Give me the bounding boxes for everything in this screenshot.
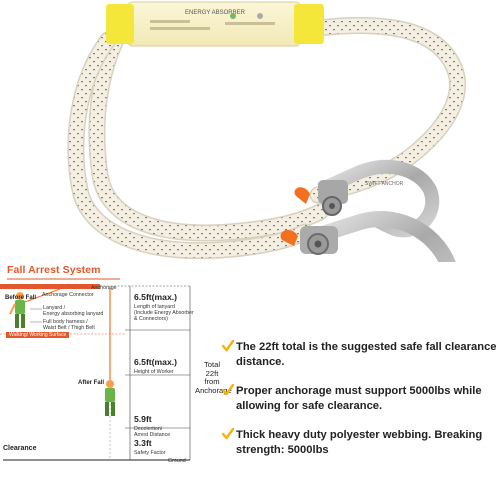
segment-arrest-desc: Decelertion/ Arrest Distance	[134, 426, 171, 439]
anchorage-connector-label: Anchorage Connector	[42, 292, 94, 298]
check-icon	[222, 384, 234, 396]
segment-safety-value: 3.3ft	[134, 438, 152, 448]
harness-note: Full body harness / Waist Belt / Thigh B…	[43, 319, 95, 332]
segment-worker-value: 6.5ft(max.)	[134, 357, 177, 367]
segment-arrest-value: 5.9ft	[134, 414, 152, 424]
check-icon	[222, 340, 234, 352]
segment-safety-desc: Safety Factor	[134, 450, 166, 456]
diagram-lines	[0, 278, 191, 461]
lanyard-note: Lanyard / Energy absorbing lanyard	[43, 305, 104, 318]
absorber-label: ENERGY ABSORBER	[185, 10, 246, 16]
feature-clearance: The 22ft total is the suggested safe fal…	[222, 340, 498, 370]
feature-text: Proper anchorage must support 5000lbs wh…	[236, 385, 482, 412]
segment-lanyard-value: 6.5ft(max.)	[134, 292, 177, 302]
walking-surface-label: Walking/ Working Surface	[6, 332, 70, 338]
anchorage-label: Anchorage	[91, 285, 117, 291]
feature-anchorage: Proper anchorage must support 5000lbs wh…	[222, 384, 498, 414]
feature-text: The 22ft total is the suggested safe fal…	[236, 341, 497, 368]
after-fall-label: After Fall	[78, 380, 105, 386]
clearance-label: Clearance	[3, 445, 37, 452]
segment-worker-desc: Height of Worker	[134, 369, 174, 375]
total-distance-label: Total 22ft from Anchorage	[195, 360, 232, 395]
before-fall-label: Before Fall	[5, 295, 37, 301]
check-icon	[222, 428, 234, 440]
worker-after-fall-icon	[105, 288, 115, 416]
fall-arrest-diagram: Fall Arrest System	[0, 262, 232, 497]
worker-before-fall-icon	[9, 288, 61, 328]
feature-text: Thick heavy duty polyester webbing. Brea…	[236, 429, 483, 456]
hook-label: SWIFT ANCHOR	[365, 181, 404, 187]
feature-webbing: Thick heavy duty polyester webbing. Brea…	[222, 428, 498, 458]
diagram-title: Fall Arrest System	[7, 264, 101, 276]
lanyard-illustration: ENERGY ABSORBER SWIFT ANCHOR	[67, 1, 467, 262]
ground-label: Ground	[168, 458, 186, 464]
segment-lanyard-desc: Length of lanyard (Include Energy Absorb…	[134, 304, 194, 323]
